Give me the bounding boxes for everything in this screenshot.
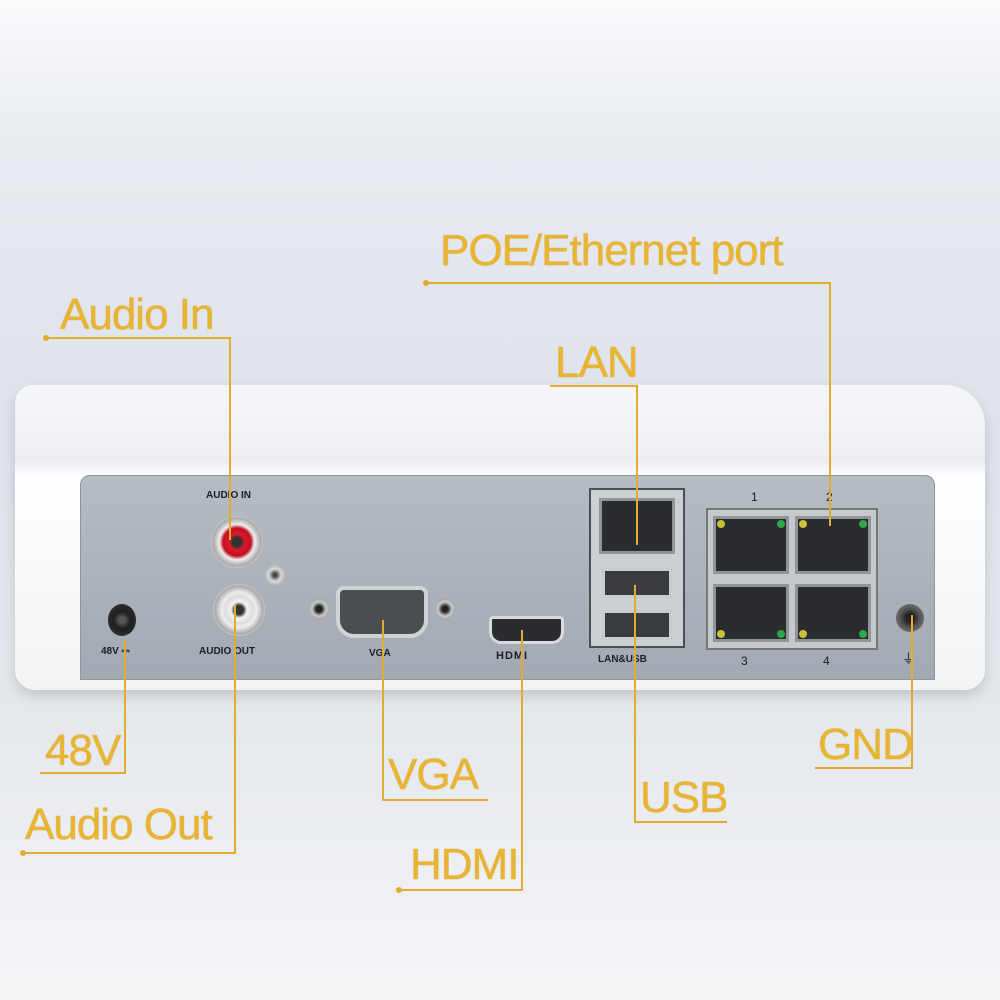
ground-screw — [896, 604, 924, 632]
port-4-label: 4 — [823, 654, 830, 668]
leader-line — [521, 630, 523, 891]
vga-screw-left — [310, 598, 328, 620]
led-green — [777, 630, 785, 638]
annotation-gnd: GND — [818, 720, 914, 769]
poe-port-1 — [713, 516, 789, 574]
led-green — [859, 520, 867, 528]
leader-line — [635, 821, 727, 823]
annotation-hdmi: HDMI — [410, 840, 519, 889]
annotation-usb: USB — [640, 773, 728, 822]
annotation-poe: POE/Ethernet port — [440, 226, 784, 275]
port-1-label: 1 — [751, 490, 758, 504]
leader-line — [383, 799, 488, 801]
hdmi-port — [489, 616, 564, 644]
poe-port-4 — [795, 584, 871, 642]
usb-port-2 — [602, 610, 672, 640]
leader-line — [45, 337, 231, 339]
power-label: 48V ⎓ — [101, 646, 130, 657]
leader-line — [40, 772, 126, 774]
led-yellow — [717, 630, 725, 638]
annotation-vga: VGA — [388, 750, 479, 799]
leader-line — [398, 889, 523, 891]
rear-panel: 48V ⎓ AUDIO IN AUDIO OUT VGA HDMI LAN&US… — [80, 475, 935, 680]
usb-port-1 — [602, 568, 672, 598]
audio-out-label: AUDIO OUT — [199, 646, 256, 657]
led-green — [859, 630, 867, 638]
annotation-audio-in: Audio In — [60, 290, 214, 339]
led-yellow — [799, 520, 807, 528]
leader-line — [911, 615, 913, 769]
leader-line — [229, 337, 231, 540]
led-yellow — [717, 520, 725, 528]
leader-line — [124, 640, 126, 774]
leader-line — [550, 385, 638, 387]
power-jack — [108, 604, 136, 636]
vga-label: VGA — [369, 648, 391, 659]
poe-port-3 — [713, 584, 789, 642]
led-yellow — [799, 630, 807, 638]
audio-in-label: AUDIO IN — [206, 490, 251, 501]
annotation-48v: 48V — [45, 726, 121, 775]
poe-port-2 — [795, 516, 871, 574]
audio-in-jack — [211, 516, 263, 568]
leader-line — [634, 585, 636, 823]
port-3-label: 3 — [741, 654, 748, 668]
leader-line — [636, 385, 638, 545]
led-green — [777, 520, 785, 528]
leader-line — [22, 852, 236, 854]
ground-label: ⏚ — [902, 651, 916, 666]
leader-line — [829, 282, 831, 526]
leader-line — [815, 767, 913, 769]
leader-line — [234, 605, 236, 854]
vga-screw-right — [436, 598, 454, 620]
audio-out-jack — [213, 584, 265, 636]
lan-usb-label: LAN&USB — [598, 654, 647, 665]
screw-icon — [264, 564, 286, 586]
leader-line — [425, 282, 831, 284]
hdmi-label: HDMI — [496, 650, 529, 662]
leader-line — [382, 620, 384, 801]
annotation-lan: LAN — [555, 338, 639, 387]
annotation-audio-out: Audio Out — [25, 800, 213, 849]
